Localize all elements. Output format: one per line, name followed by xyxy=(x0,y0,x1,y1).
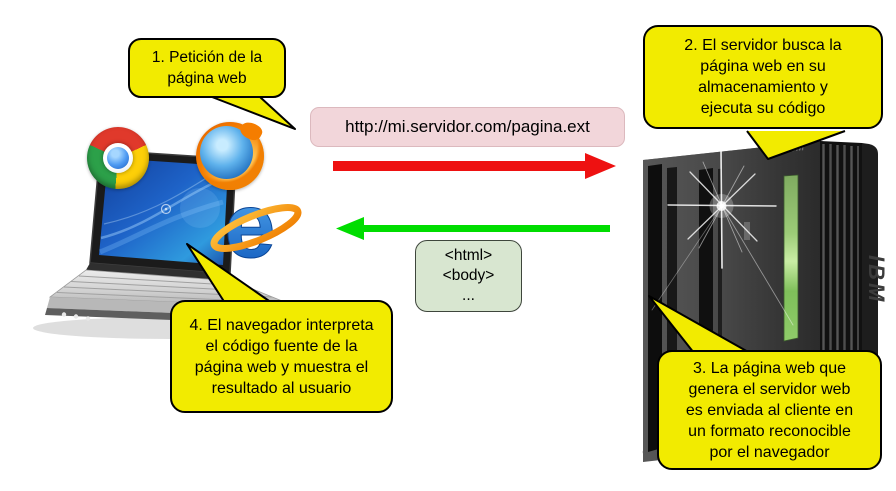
ie-orbit-ring xyxy=(210,204,302,252)
request-url-text: http://mi.servidor.com/pagina.ext xyxy=(345,117,590,136)
bubble-step-2-tail xyxy=(746,130,846,160)
starburst-icon xyxy=(651,147,794,326)
bubble-step-1-tail xyxy=(211,96,296,130)
response-arrow xyxy=(336,217,610,240)
bubble-step-4-tail xyxy=(186,243,273,304)
bubble-step-2: 2. El servidor busca la página web en su… xyxy=(643,25,883,129)
wallpaper-logo xyxy=(160,203,172,215)
chrome-icon xyxy=(87,127,149,189)
bubble-step-3-text: 3. La página web que genera el servidor … xyxy=(685,359,854,461)
bubble-step-1: 1. Petición de la página web xyxy=(128,38,286,98)
request-url-label: http://mi.servidor.com/pagina.ext xyxy=(310,107,625,147)
ibm-logo-side: IBM xyxy=(864,255,889,304)
bubble-step-2-text: 2. El servidor busca la página web en su… xyxy=(684,37,842,117)
response-code-text: <html> <body> ... xyxy=(442,247,495,304)
response-code-label: <html> <body> ... xyxy=(415,240,522,312)
bubble-step-1-text: 1. Petición de la página web xyxy=(151,49,263,87)
bubble-step-3-tail xyxy=(648,295,751,354)
bubble-step-3: 3. La página web que genera el servidor … xyxy=(657,350,882,470)
laptop-hinge xyxy=(86,263,233,281)
bubble-step-4: 4. El navegador interpreta el código fue… xyxy=(170,300,393,413)
ie-icon: e xyxy=(210,175,302,278)
server-green-light-bar xyxy=(783,174,799,342)
firefox-icon xyxy=(196,118,265,190)
bubble-step-4-text: 4. El navegador interpreta el código fue… xyxy=(189,316,374,397)
laptop-foot xyxy=(61,312,67,317)
wallpaper-logo-dot xyxy=(164,207,168,211)
wallpaper-glow xyxy=(180,188,220,228)
request-arrow xyxy=(333,153,616,179)
wallpaper-swirl xyxy=(99,199,224,255)
laptop-foot xyxy=(85,316,91,321)
laptop-foot xyxy=(73,314,79,319)
